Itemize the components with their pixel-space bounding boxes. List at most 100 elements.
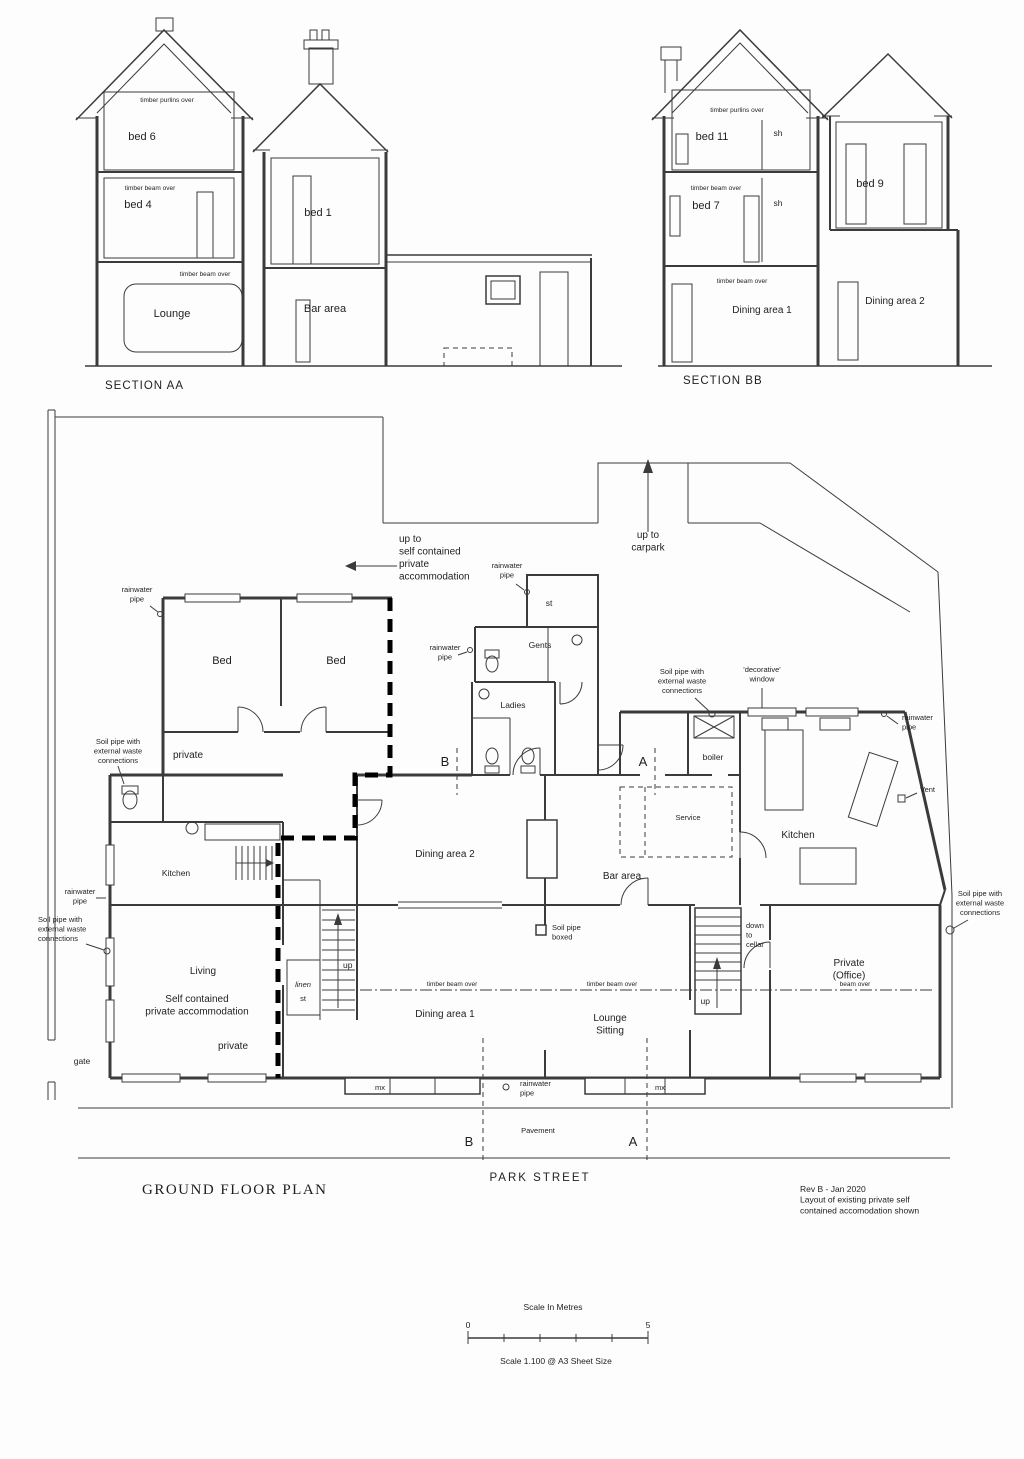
- soil-pipe-boxed-symbol: [535, 924, 547, 936]
- note-decorative-window: 'decorative'window: [743, 665, 781, 683]
- room-dining2: Dining area 2: [415, 849, 475, 860]
- plan-windows: [105, 593, 922, 1083]
- note-mx: mx: [375, 1083, 385, 1092]
- note-pavement: Pavement: [521, 1126, 556, 1135]
- annotation-symbols: [85, 583, 969, 1091]
- upper-left-stair: [235, 846, 274, 880]
- section-marker-lines: [456, 748, 656, 1160]
- boiler-unit: [693, 715, 735, 739]
- main-staircase: [286, 909, 355, 1016]
- label-timber-beam: timber beam over: [717, 278, 768, 285]
- section-marker-letters: B A B A: [441, 754, 648, 1149]
- section-aa-title: SECTION AA: [105, 380, 184, 392]
- marker-a-bottom: A: [629, 1134, 638, 1149]
- room-gents: Gents: [529, 640, 552, 650]
- room-kitchen-small: Kitchen: [162, 868, 191, 878]
- scale-title: Scale In Metres: [523, 1302, 582, 1312]
- label-dining1: Dining area 1: [732, 305, 792, 316]
- pavement-lines: [78, 1107, 950, 1159]
- marker-a-top: A: [639, 754, 648, 769]
- label-bed9: bed 9: [856, 178, 884, 190]
- note-mx: mx: [655, 1083, 665, 1092]
- section-aa-labels: timber purlins over bed 6 timber beam ov…: [105, 97, 347, 392]
- label-service: Service: [675, 813, 700, 822]
- chimney-icon: [155, 17, 174, 32]
- scale-max: 5: [646, 1320, 651, 1330]
- label-sh: sh: [774, 198, 783, 208]
- room-st: st: [546, 598, 553, 608]
- label-timber-purlins: timber purlins over: [710, 107, 764, 114]
- label-timber-beam: timber beam over: [180, 271, 231, 278]
- toilet-icon: [121, 785, 139, 810]
- service-area: [619, 786, 733, 858]
- private-accommodation-arrow-icon: [345, 561, 397, 571]
- note-vent: Vent: [920, 785, 936, 794]
- site-boundary: [47, 409, 953, 1108]
- marker-b-top: B: [441, 754, 450, 769]
- label-up-main-stair: up: [343, 960, 353, 970]
- cellar-staircase: [694, 907, 742, 1015]
- chimney-icon: [660, 46, 682, 93]
- bay-window: [344, 1077, 706, 1095]
- label-bed1: bed 1: [304, 207, 332, 219]
- room-ladies: Ladies: [500, 700, 525, 710]
- section-bb-drawing: [651, 28, 992, 367]
- section-bb-title: SECTION BB: [683, 375, 763, 387]
- toilet-icon: [484, 649, 500, 673]
- titles: PARK STREET GROUND FLOOR PLAN Rev B - Ja…: [142, 1172, 919, 1215]
- label-bar-area: Bar area: [304, 303, 347, 315]
- plan-walls: [108, 574, 947, 1080]
- room-boiler: boiler: [703, 752, 724, 762]
- carpark-arrow-icon: [643, 459, 653, 532]
- label-linen: linen: [295, 980, 311, 989]
- plan-title: GROUND FLOOR PLAN: [142, 1182, 328, 1198]
- chimney-icon: [303, 29, 339, 85]
- note-gate: gate: [74, 1056, 91, 1066]
- label-timber-beam: timber beam over: [125, 185, 176, 192]
- section-bb-labels: timber purlins over bed 11 sh timber bea…: [683, 107, 925, 387]
- label-bed7: bed 7: [692, 200, 720, 212]
- room-dining1: Dining area 1: [415, 1009, 475, 1020]
- note-timber-beam-over: timber beam over: [587, 981, 638, 988]
- room-bed-right: Bed: [326, 655, 346, 667]
- private-boundary-dashed-line: [275, 598, 393, 1078]
- note-beam-over: beam over: [840, 981, 872, 988]
- toilet-icon: [520, 747, 536, 774]
- basin-icon: [185, 821, 199, 835]
- label-up-cellar-stair: up: [701, 996, 711, 1006]
- section-aa-drawing: [75, 17, 622, 367]
- room-private-office: Private(Office): [833, 958, 866, 982]
- room-living: Living: [190, 966, 216, 977]
- label-bed4: bed 4: [124, 199, 152, 211]
- label-bed6: bed 6: [128, 131, 156, 143]
- label-st-small: st: [300, 994, 307, 1003]
- marker-b-bottom: B: [465, 1134, 474, 1149]
- door-swings: [237, 681, 771, 969]
- scale-min: 0: [466, 1320, 471, 1330]
- label-sh: sh: [774, 128, 783, 138]
- label-timber-beam: timber beam over: [691, 185, 742, 192]
- basin-icon: [571, 634, 583, 646]
- note-timber-beam-over: timber beam over: [427, 981, 478, 988]
- plan-labels: Bed Bed private Kitchen Living Self cont…: [145, 598, 865, 1052]
- toilet-icon: [484, 747, 500, 774]
- label-lounge: Lounge: [154, 308, 191, 320]
